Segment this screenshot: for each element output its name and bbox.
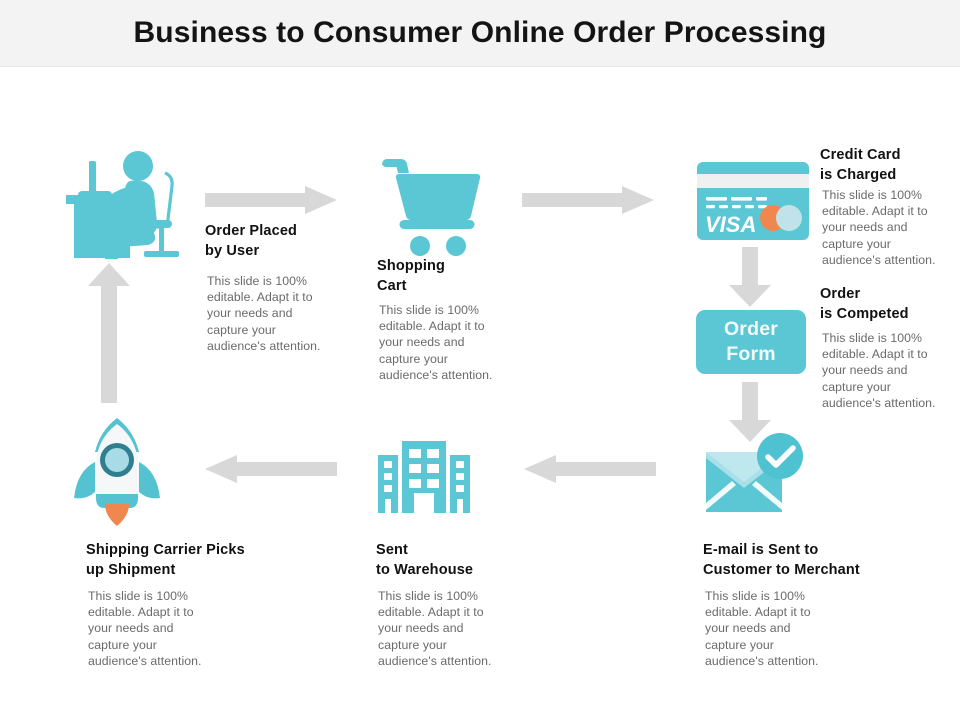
step-title-warehouse: Sent to Warehouse bbox=[376, 540, 576, 580]
step-title-line2: up Shipment bbox=[86, 562, 176, 578]
step-title-line1: Order bbox=[820, 286, 861, 302]
check-icon bbox=[765, 445, 796, 468]
step-body-order-completed: This slide is 100% editable. Adapt it to… bbox=[822, 331, 936, 410]
step-title-order-completed: Order is Competed bbox=[820, 284, 960, 324]
step-title-order-placed: Order Placed by User bbox=[205, 221, 365, 261]
arrow-card-to-orderform bbox=[729, 247, 771, 307]
step-body-email-sent: This slide is 100% editable. Adapt it to… bbox=[705, 589, 819, 668]
step-title-line1: Credit Card bbox=[820, 147, 901, 163]
step-body-credit-card: This slide is 100% editable. Adapt it to… bbox=[822, 188, 936, 267]
arrow-desk-to-cart bbox=[205, 186, 337, 214]
step-title-line2: Customer to Merchant bbox=[703, 562, 860, 578]
rocket-icon bbox=[68, 418, 166, 526]
step-title-line1: E-mail is Sent to bbox=[703, 542, 819, 558]
step-title-shopping-cart: Shopping Cart bbox=[377, 256, 537, 296]
credit-card-icon: VISA bbox=[697, 162, 809, 240]
step-title-line1: Sent bbox=[376, 542, 409, 558]
step-title-shipping-carrier: Shipping Carrier Picks up Shipment bbox=[86, 540, 336, 580]
arrow-cart-to-card bbox=[522, 186, 654, 214]
step-title-line2: is Charged bbox=[820, 167, 897, 183]
order-form-line2: Form bbox=[726, 343, 776, 365]
shopping-cart-icon bbox=[382, 158, 482, 256]
title-bar: Business to Consumer Online Order Proces… bbox=[0, 0, 960, 67]
order-form-icon[interactable]: Order Form bbox=[696, 310, 806, 374]
step-body-order-placed: This slide is 100% editable. Adapt it to… bbox=[207, 274, 321, 353]
step-title-credit-card: Credit Card is Charged bbox=[820, 145, 960, 185]
step-title-line1: Shipping Carrier Picks bbox=[86, 542, 245, 558]
arrow-orderform-to-email bbox=[729, 382, 771, 442]
order-form-line1: Order bbox=[723, 318, 779, 340]
step-title-line2: Cart bbox=[377, 278, 407, 294]
arrow-rocket-to-desk bbox=[88, 263, 130, 403]
arrow-email-to-warehouse bbox=[524, 455, 656, 483]
step-body-warehouse: This slide is 100% editable. Adapt it to… bbox=[378, 589, 492, 668]
step-title-line1: Order Placed bbox=[205, 223, 298, 239]
step-title-email-sent: E-mail is Sent to Customer to Merchant bbox=[703, 540, 933, 580]
step-title-line2: to Warehouse bbox=[376, 562, 474, 578]
step-title-line2: by User bbox=[205, 243, 260, 259]
step-body-shipping-carrier: This slide is 100% editable. Adapt it to… bbox=[88, 589, 202, 668]
step-title-line1: Shopping bbox=[377, 258, 446, 274]
credit-card-brand-label: VISA bbox=[705, 212, 756, 237]
step-body-shopping-cart: This slide is 100% editable. Adapt it to… bbox=[379, 303, 493, 382]
arrow-warehouse-to-rocket bbox=[205, 455, 337, 483]
envelope-check-icon bbox=[702, 432, 806, 516]
person-at-desk-icon bbox=[60, 143, 182, 261]
step-title-line2: is Competed bbox=[820, 306, 909, 322]
warehouse-buildings-icon bbox=[376, 441, 472, 513]
page-title: Business to Consumer Online Order Proces… bbox=[133, 16, 827, 49]
